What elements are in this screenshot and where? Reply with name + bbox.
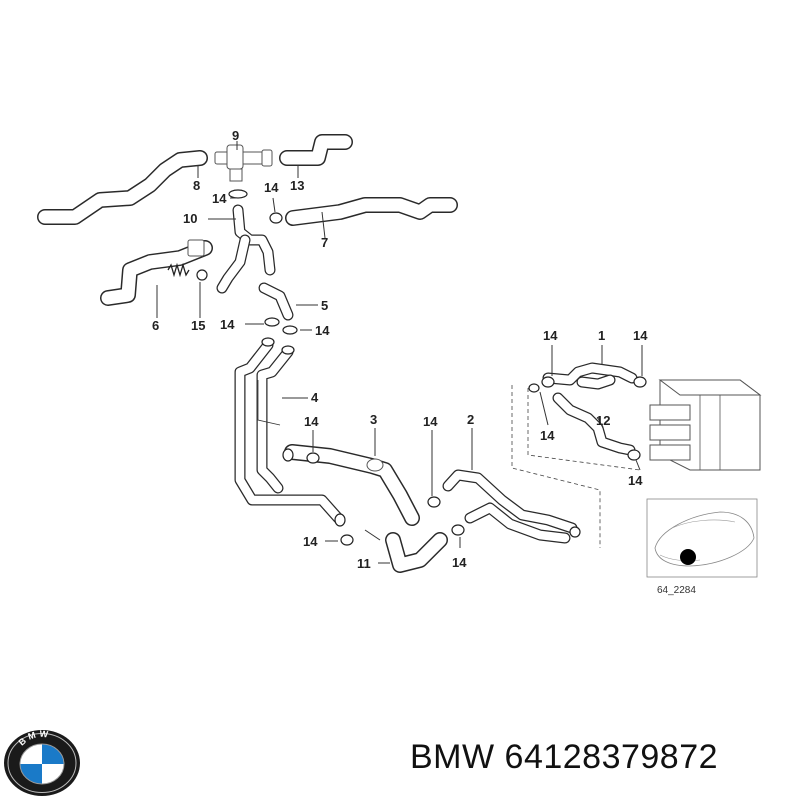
hose-4 [234, 339, 344, 524]
clamp [627, 449, 641, 461]
hose-7 [285, 197, 458, 226]
callout-14: 14 [303, 534, 318, 549]
hose-2 [442, 385, 601, 548]
inset-code: 64_2284 [657, 585, 696, 596]
clamp [282, 325, 298, 335]
hose-5 [258, 282, 294, 321]
callout-14: 14 [628, 473, 643, 488]
heater-core [527, 379, 762, 471]
clamp [264, 317, 280, 327]
clamp [541, 376, 555, 388]
clamp [451, 524, 465, 536]
hose-12 [552, 392, 636, 456]
inset-car-view: 64_2284 [646, 498, 758, 596]
clamp [306, 452, 320, 464]
callout-7: 7 [321, 235, 328, 250]
callout-14: 14 [220, 317, 235, 332]
callout-12: 12 [596, 413, 610, 428]
location-marker [680, 549, 696, 565]
callout-6: 6 [152, 318, 159, 333]
callouts: 9 8 14 13 14 10 7 6 15 14 5 14 4 14 3 14… [152, 128, 648, 571]
callout-14: 14 [540, 428, 555, 443]
callout-14: 14 [264, 180, 279, 195]
callout-10: 10 [183, 211, 197, 226]
clamp [633, 376, 647, 388]
callout-14: 14 [315, 323, 330, 338]
callout-14: 14 [633, 328, 648, 343]
hose-11 [385, 532, 448, 573]
clamp [196, 269, 208, 281]
clamp [528, 383, 540, 393]
clamp [282, 448, 294, 462]
callout-14: 14 [212, 191, 227, 206]
callout-11: 11 [357, 556, 371, 571]
callout-15: 15 [191, 318, 205, 333]
clamp [334, 513, 346, 527]
hose-1 [542, 362, 638, 390]
callout-14: 14 [543, 328, 558, 343]
clamps [196, 189, 647, 546]
callout-3: 3 [370, 412, 377, 427]
callout-9: 9 [232, 128, 239, 143]
hose-3 [284, 444, 420, 526]
callout-5: 5 [321, 298, 328, 313]
callout-1: 1 [598, 328, 605, 343]
clamp [569, 526, 581, 538]
callout-8: 8 [193, 178, 200, 193]
bmw-logo: BMW [4, 729, 80, 796]
clamp [261, 337, 275, 347]
callout-14: 14 [423, 414, 438, 429]
part-number-caption: BMW 64128379872 [410, 738, 719, 776]
callout-2: 2 [467, 412, 474, 427]
clamp [228, 189, 248, 199]
callout-4: 4 [311, 390, 319, 405]
clamp [427, 496, 441, 508]
hose-13 [279, 134, 353, 166]
clamp [281, 345, 295, 355]
valve-9 [214, 144, 273, 182]
hose-6 [100, 239, 213, 306]
spring-15 [167, 262, 190, 278]
callout-14: 14 [304, 414, 319, 429]
callout-13: 13 [290, 178, 304, 193]
callout-14: 14 [452, 555, 467, 570]
leader-lines [156, 141, 643, 564]
clamp [340, 534, 354, 546]
clamp [269, 212, 283, 224]
hose-10 [216, 204, 276, 294]
hose-8 [37, 150, 208, 225]
